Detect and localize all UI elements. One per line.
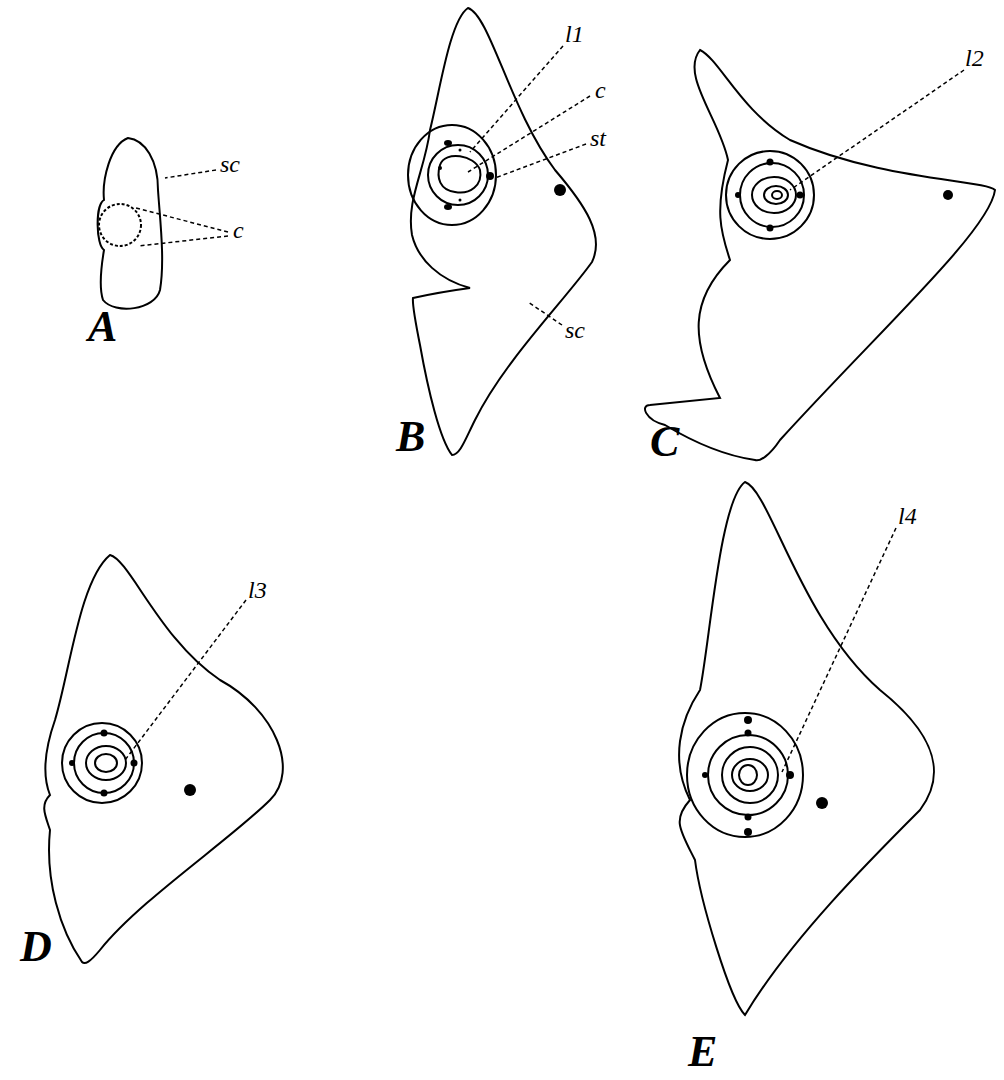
part-label: l4 (898, 504, 917, 528)
core (764, 186, 788, 204)
part-label: st (590, 126, 606, 150)
bundle-dots (69, 730, 196, 797)
part-label: l1 (565, 22, 584, 46)
bundle-dots (702, 716, 828, 836)
section-outline (98, 138, 163, 309)
section-outline (645, 50, 995, 460)
core (732, 759, 768, 791)
stele-ring (428, 145, 488, 205)
part-label: sc (565, 318, 585, 342)
panel-letter: B (396, 415, 425, 459)
panel-letter: E (688, 1030, 717, 1074)
leaf-ring (74, 733, 134, 793)
section-outline (44, 555, 283, 963)
part-label: sc (220, 152, 240, 176)
stele-ring (86, 746, 126, 780)
bundle-dots (735, 159, 953, 232)
part-label: l2 (965, 46, 984, 70)
leaf-ring (726, 151, 814, 239)
cylinder (99, 204, 141, 246)
part-label: l3 (248, 578, 267, 602)
leaf-ring (687, 713, 803, 837)
section-outline (411, 8, 596, 455)
bundle-dots (438, 140, 566, 210)
panel-letter: C (650, 420, 679, 464)
leaf-ring (708, 735, 788, 815)
leader-lines (125, 46, 964, 772)
core (772, 191, 782, 199)
core (439, 156, 481, 193)
panel-letter: D (20, 925, 52, 969)
leaf-ring (740, 163, 804, 227)
stele-ring (752, 177, 796, 213)
part-label: c (233, 218, 244, 242)
panel-letter: A (88, 305, 117, 349)
section-outline (679, 482, 934, 1015)
leaf-ring (62, 723, 142, 803)
core (95, 754, 117, 772)
stele-ring (722, 747, 778, 803)
core (739, 765, 757, 785)
part-label: c (595, 78, 606, 102)
leaf-ring (408, 125, 496, 225)
